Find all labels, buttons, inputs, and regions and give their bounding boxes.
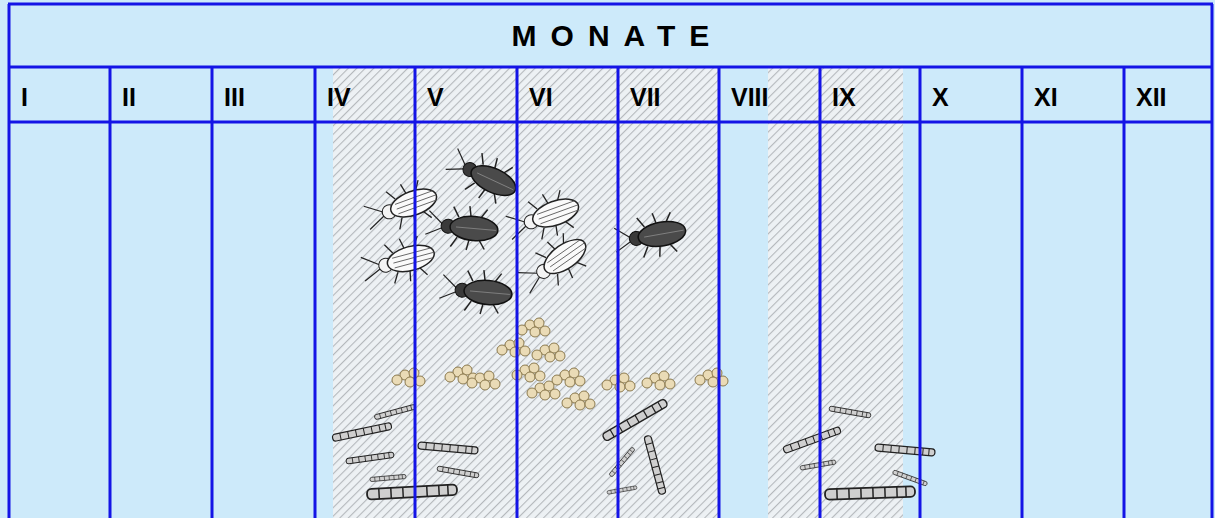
month-cell: III: [214, 69, 313, 120]
month-cell: XI: [1024, 69, 1122, 120]
month-number: XI: [1034, 83, 1058, 112]
hatched-period: [333, 67, 718, 518]
title-text: MONATE: [498, 19, 724, 53]
month-cell: X: [922, 69, 1020, 120]
month-number: I: [21, 83, 28, 112]
month-number: X: [932, 83, 949, 112]
month-number: XII: [1136, 83, 1167, 112]
month-cell: V: [417, 69, 515, 120]
month-cell: VIII: [721, 69, 818, 120]
month-cell: IX: [822, 69, 918, 120]
larvae: [332, 398, 935, 499]
month-cell: I: [11, 69, 108, 120]
month-number: II: [122, 83, 136, 112]
egg-clusters: [392, 318, 728, 410]
title-band: MONATE: [8, 4, 1213, 67]
beetle-group: [357, 140, 690, 316]
month-cell: VII: [620, 69, 717, 120]
month-number: IV: [327, 83, 351, 112]
month-cell: VI: [519, 69, 616, 120]
month-number: VI: [529, 83, 553, 112]
month-number: VII: [630, 83, 661, 112]
month-number: IX: [832, 83, 856, 112]
month-number: V: [427, 83, 444, 112]
month-number: III: [224, 83, 245, 112]
month-cell: XII: [1126, 69, 1210, 120]
table-grid: [8, 4, 1213, 518]
month-cell: II: [112, 69, 210, 120]
month-number: VIII: [731, 83, 769, 112]
month-cell: IV: [317, 69, 413, 120]
